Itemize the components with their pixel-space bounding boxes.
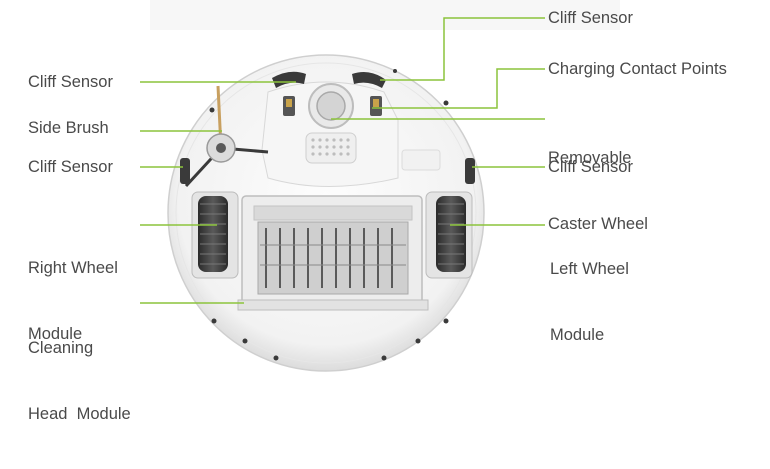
cliff-sensor-mid-left <box>180 158 190 184</box>
cliff-sensor-mid-right <box>465 158 475 184</box>
background-strip <box>150 0 620 30</box>
left-wheel-module <box>425 191 473 279</box>
leader-charging <box>372 68 545 109</box>
label-removable-caster-wheel: Removable Caster Wheel <box>548 103 648 279</box>
label-cliff-sensor-top-left: Cliff Sensor <box>28 73 113 91</box>
label-caster-line2: Caster Wheel <box>548 215 648 233</box>
label-left-wheel-line2: Module <box>550 326 605 344</box>
label-side-brush: Side Brush <box>28 119 109 137</box>
cleaning-head-module <box>237 195 429 311</box>
label-cleaning-line1: Cleaning <box>28 339 94 357</box>
robot-vacuum-diagram: Cliff Sensor Cliff Sensor Charging Conta… <box>28 0 727 423</box>
label-charging-contact-points: Charging Contact Points <box>548 60 727 78</box>
right-wheel-module <box>191 191 239 279</box>
cliff-sensor-top-right <box>352 72 386 88</box>
label-plate <box>401 149 441 171</box>
label-left-wheel-line1: Left Wheel <box>550 260 629 278</box>
label-right-wheel-line1: Right Wheel <box>28 259 118 277</box>
body-inner-ring <box>175 62 477 364</box>
label-cleaning-head-module: Cleaning Head Module <box>28 293 131 469</box>
screws <box>209 69 449 361</box>
robot-underside-illustration <box>150 0 620 372</box>
side-brush <box>184 85 269 188</box>
label-cliff-sensor-mid-right: Cliff Sensor <box>548 158 633 176</box>
label-caster-line1: Removable <box>548 149 632 167</box>
leader-lines <box>140 17 545 304</box>
label-left-wheel-module: Left Wheel Module <box>550 214 629 390</box>
label-right-wheel-module: Right Wheel Module <box>28 213 118 389</box>
caster-wheel <box>316 91 346 121</box>
label-cleaning-line2: Head Module <box>28 405 131 423</box>
label-cliff-sensor-top-right: Cliff Sensor <box>548 9 633 27</box>
label-right-wheel-line2: Module <box>28 325 83 343</box>
leader-cliff-top-right <box>380 17 545 81</box>
label-cliff-sensor-mid-left: Cliff Sensor <box>28 158 113 176</box>
vent-grid <box>305 132 357 164</box>
cliff-sensor-top-left <box>272 71 306 88</box>
